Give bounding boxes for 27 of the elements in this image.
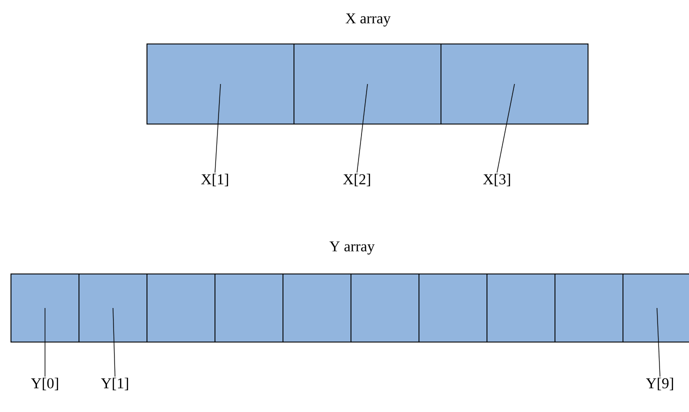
array-cell [350, 274, 420, 342]
array-cell [282, 274, 352, 342]
array-cell [214, 274, 284, 342]
leader-line [356, 84, 368, 173]
array-cell [294, 44, 442, 124]
array-cell [418, 274, 488, 342]
array-cell [146, 44, 294, 124]
index-label: X[1] [201, 174, 228, 186]
index-label: X[2] [343, 174, 370, 186]
array-cell [10, 274, 80, 342]
array-cell [440, 44, 588, 124]
leader-line [214, 84, 221, 173]
index-label: X[3] [483, 174, 510, 186]
array-cell [78, 274, 148, 342]
node-label: Y array [329, 241, 375, 255]
array-cell [554, 274, 624, 342]
array-cell [146, 274, 216, 342]
node-label: X array [346, 13, 391, 27]
leader-line [112, 308, 116, 377]
array-cell [622, 274, 689, 342]
index-label: Y[1] [101, 378, 128, 390]
leader-line [44, 308, 46, 377]
leader-line [656, 308, 660, 377]
index-label: Y[0] [31, 378, 58, 390]
array-cell [486, 274, 556, 342]
index-label: Y[9] [646, 378, 674, 390]
leader-line [496, 84, 515, 173]
